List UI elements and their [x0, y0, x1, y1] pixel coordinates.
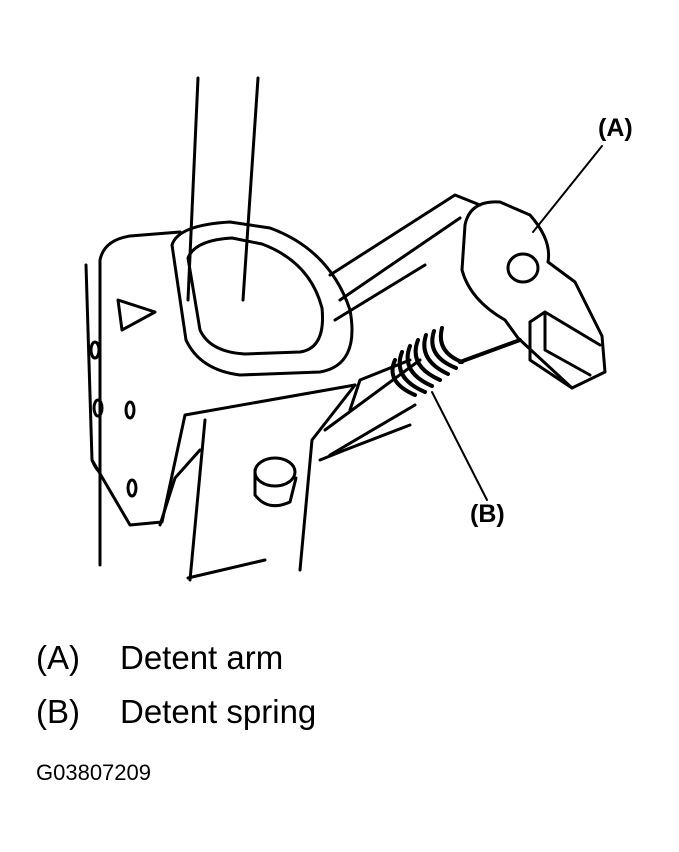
legend-label: Detent arm: [120, 639, 284, 676]
detent-spring-coils: [390, 326, 522, 397]
bracket: [84, 230, 357, 582]
detent-arm-illustration: [84, 76, 607, 582]
callout-label-b: (B): [470, 500, 505, 528]
callout-a-leader: [532, 145, 603, 233]
legend-row: (A) Detent arm: [36, 641, 283, 674]
figure-code: G03807209: [36, 760, 151, 785]
legend-key: (B): [36, 693, 80, 730]
legend-key: (A): [36, 639, 80, 676]
legend-label: Detent spring: [120, 693, 317, 730]
detent-linkage: [318, 193, 482, 462]
pivot-pin: [253, 456, 298, 508]
legend-row: (B) Detent spring: [36, 695, 316, 728]
callout-b-leader: [431, 391, 488, 501]
shift-rod: [186, 76, 260, 302]
rod-collar: [170, 220, 354, 377]
detent-arm: [460, 200, 607, 390]
callout-label-a: (A): [598, 114, 633, 142]
